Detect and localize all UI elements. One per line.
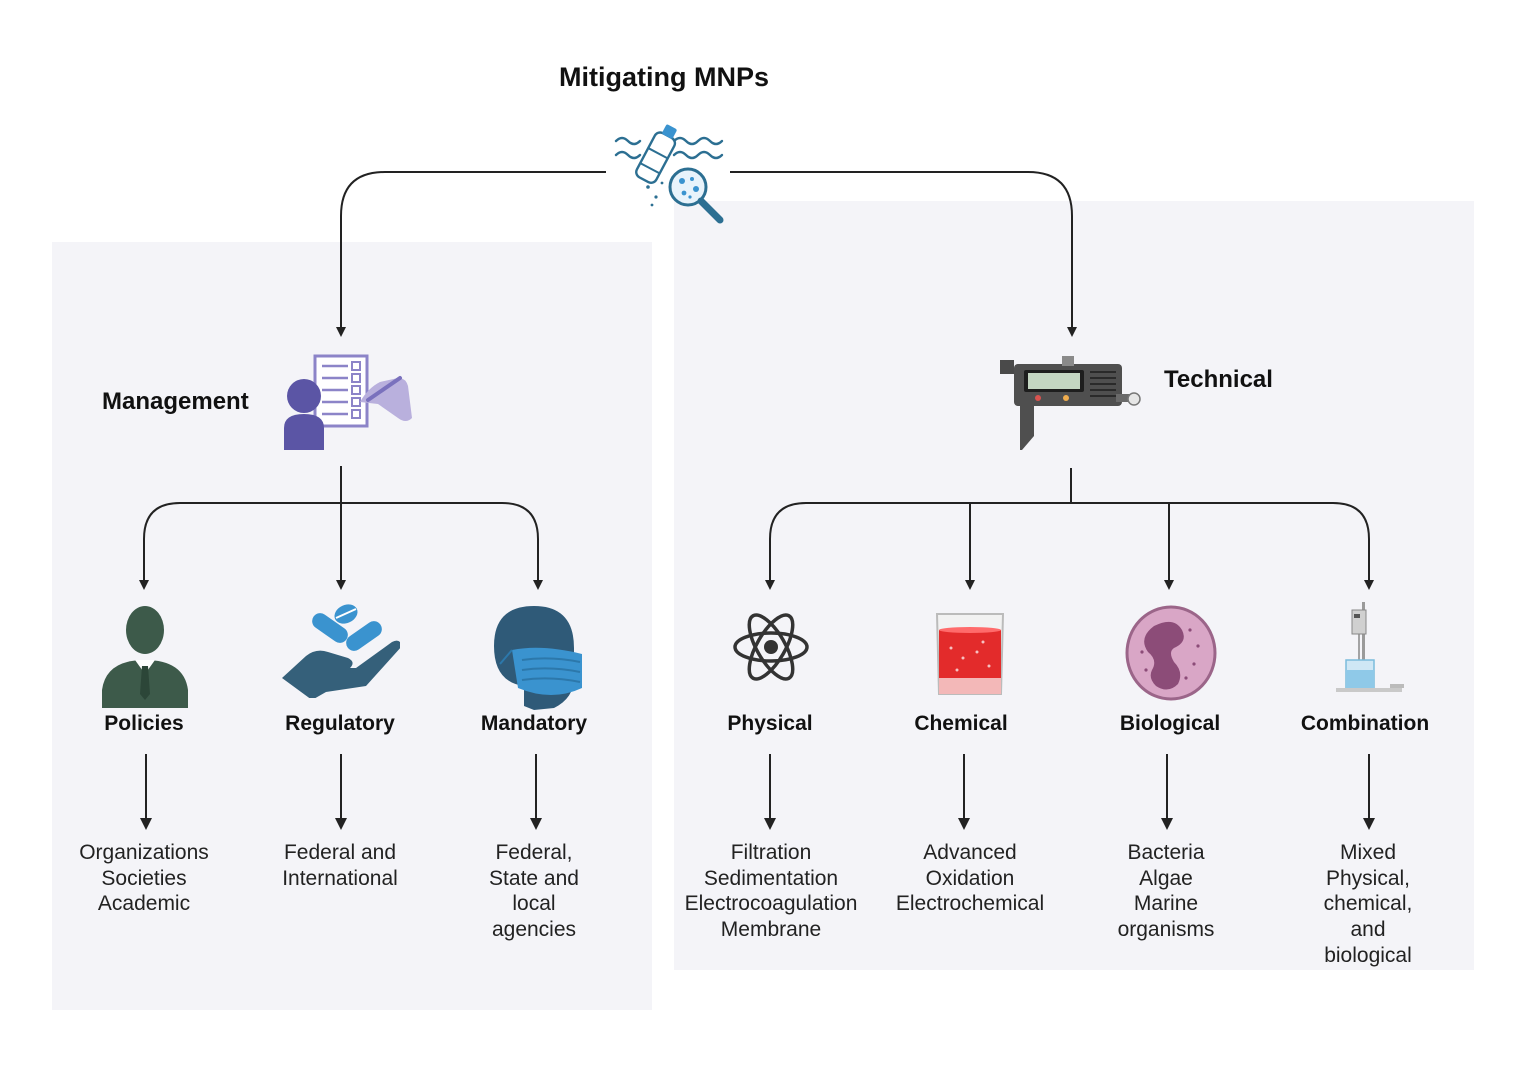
description-line: Federal and — [283, 841, 397, 864]
description-line: Organizations — [79, 841, 209, 864]
description-line: Academic — [97, 892, 191, 916]
description-line: Algae — [1139, 866, 1193, 890]
management-label: Management — [102, 388, 249, 415]
description-mandatory: Federal, State and local agencies — [489, 840, 579, 943]
category-policies: Policies — [104, 712, 184, 735]
beaker-icon — [935, 613, 1005, 695]
description-line: Electrocoagulation — [684, 892, 858, 916]
description-line: local — [512, 892, 556, 916]
description-line: biological — [1324, 943, 1412, 967]
description-line: Mixed — [1339, 841, 1397, 864]
lab-stirrer-icon — [1336, 602, 1404, 692]
description-line: agencies — [491, 918, 577, 942]
description-line: Marine — [1133, 892, 1199, 916]
technical-label: Technical — [1164, 366, 1273, 393]
category-physical: Physical — [727, 712, 813, 735]
description-chemical: Advanced Oxidation Electrochemical — [896, 840, 1044, 917]
digital-caliper-icon — [1000, 356, 1141, 450]
plastic-bottle-magnifier-icon — [614, 124, 724, 224]
description-line: Federal, — [495, 841, 573, 864]
description-physical: Filtration Sedimentation Electrocoagulat… — [685, 840, 858, 943]
description-combination: Mixed Physical, chemical, and biological — [1324, 840, 1413, 969]
description-line: Oxidation — [925, 866, 1015, 890]
description-line: Filtration — [730, 841, 812, 864]
category-mandatory: Mandatory — [480, 712, 588, 735]
atom-icon — [733, 613, 809, 681]
description-line: State and — [489, 866, 579, 890]
category-regulatory: Regulatory — [285, 712, 395, 735]
businessman-icon — [102, 606, 188, 708]
description-line: Membrane — [720, 918, 822, 942]
description-line: Electrochemical — [895, 892, 1045, 916]
checklist-person-icon — [284, 354, 412, 450]
cell-icon — [1125, 605, 1217, 701]
category-biological: Biological — [1119, 712, 1221, 735]
description-line: Sedimentation — [703, 866, 839, 890]
diagram-title: Mitigating MNPs — [559, 62, 769, 92]
description-biological: Bacteria Algae Marine organisms — [1118, 840, 1215, 943]
description-line: Physical, — [1325, 866, 1411, 890]
description-line: organisms — [1117, 918, 1215, 942]
description-line: Bacteria — [1127, 841, 1205, 864]
description-line: Societies — [101, 866, 187, 890]
description-regulatory: Federal and International — [282, 840, 398, 891]
category-combination: Combination — [1300, 712, 1430, 735]
description-line: chemical, — [1323, 892, 1413, 916]
description-line: Advanced — [923, 841, 1017, 864]
description-line: International — [282, 866, 398, 890]
category-chemical: Chemical — [914, 712, 1008, 735]
description-line: and — [1350, 918, 1386, 942]
face-mask-head-icon — [494, 606, 582, 710]
description-policies: Organizations Societies Academic — [79, 840, 209, 917]
hand-pills-icon — [282, 604, 400, 698]
